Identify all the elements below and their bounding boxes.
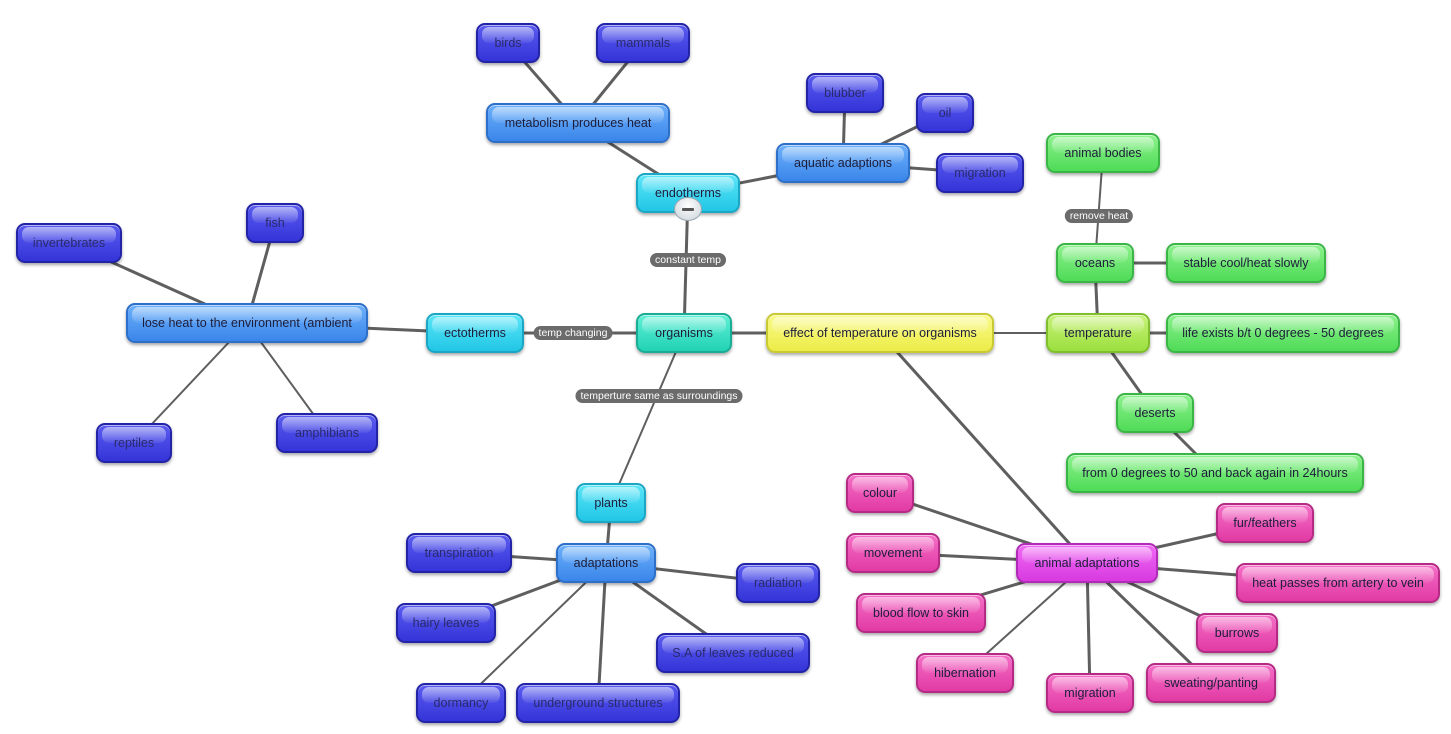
node-adaptations[interactable]: adaptations (556, 543, 656, 583)
node-amphibians-label: amphibians (295, 426, 359, 440)
node-aquatic-label: aquatic adaptions (794, 156, 892, 170)
node-underground-structures[interactable]: underground structures (516, 683, 680, 723)
node-organisms[interactable]: organisms (636, 313, 732, 353)
node-birds-label: birds (494, 36, 522, 50)
node-animal-adaptations-label: animal adaptations (1034, 556, 1140, 570)
node-migration-top[interactable]: migration (936, 153, 1024, 193)
node-oil[interactable]: oil (916, 93, 974, 133)
connector-organisms-to-plants (610, 332, 685, 504)
connector-underground-structures-to-adaptations (596, 561, 608, 705)
connector-dormancy-to-adaptations (460, 562, 607, 704)
node-colour-label: colour (862, 486, 898, 500)
node-oceans[interactable]: oceans (1056, 243, 1134, 283)
node-organisms-label: organisms (655, 326, 713, 340)
node-mammals-label: mammals (615, 36, 671, 50)
node-central-label: effect of temperature on organisms (783, 326, 977, 340)
node-stable-cool[interactable]: stable cool/heat slowly (1166, 243, 1326, 283)
node-ectotherms[interactable]: ectotherms (426, 313, 524, 353)
node-lose-heat[interactable]: lose heat to the environment (ambient (126, 303, 368, 343)
node-transpiration[interactable]: transpiration (406, 533, 512, 573)
node-mammals[interactable]: mammals (596, 23, 690, 63)
node-plants[interactable]: plants (576, 483, 646, 523)
edge-label-remove-heat: remove heat (1064, 209, 1134, 223)
node-fish-label: fish (265, 216, 285, 230)
node-migration-bottom-label: migration (1064, 686, 1116, 700)
node-sa-leaves-reduced[interactable]: S.A of leaves reduced (656, 633, 810, 673)
node-aquatic-adaptions[interactable]: aquatic adaptions (776, 143, 910, 183)
node-transpiration-label: transpiration (424, 546, 494, 560)
node-heat-passes-label: heat passes from artery to vein (1252, 576, 1424, 590)
node-desert-range[interactable]: from 0 degrees to 50 and back again in 2… (1066, 453, 1364, 493)
node-animal-bodies[interactable]: animal bodies (1046, 133, 1160, 173)
node-hibernation[interactable]: hibernation (916, 653, 1014, 693)
node-sweating-panting[interactable]: sweating/panting (1146, 663, 1276, 703)
minus-collapse-icon[interactable] (674, 197, 702, 221)
node-hairy-leaves-label: hairy leaves (412, 616, 480, 630)
node-sa-leaves-label: S.A of leaves reduced (672, 646, 794, 660)
node-central-topic[interactable]: effect of temperature on organisms (766, 313, 994, 353)
node-burrows-label: burrows (1214, 626, 1260, 640)
node-oceans-label: oceans (1074, 256, 1116, 270)
edge-label-temp-same-as-surroundings: temperture same as surroundings (575, 389, 743, 403)
node-movement-label: movement (863, 546, 923, 560)
edge-label-constant-temp: constant temp (650, 253, 726, 267)
node-invertebrates-label: invertebrates (32, 236, 106, 250)
node-blubber[interactable]: blubber (806, 73, 884, 113)
node-hairy-leaves[interactable]: hairy leaves (396, 603, 496, 643)
node-ectotherms-label: ectotherms (444, 326, 506, 340)
node-oil-label: oil (938, 106, 952, 120)
node-burrows[interactable]: burrows (1196, 613, 1278, 653)
node-adaptations-label: adaptations (573, 556, 639, 570)
node-fur-feathers[interactable]: fur/feathers (1216, 503, 1314, 543)
node-invertebrates[interactable]: invertebrates (16, 223, 122, 263)
node-fur-label: fur/feathers (1233, 516, 1297, 530)
node-movement[interactable]: movement (846, 533, 940, 573)
node-lose-heat-label: lose heat to the environment (ambient (142, 316, 352, 330)
node-metabolism-produces-heat[interactable]: metabolism produces heat (486, 103, 670, 143)
node-reptiles-label: reptiles (113, 436, 155, 450)
node-colour[interactable]: colour (846, 473, 914, 513)
node-hibernation-label: hibernation (934, 666, 996, 680)
node-temperature-label: temperature (1064, 326, 1132, 340)
node-underground-label: underground structures (533, 696, 663, 710)
node-stable-label: stable cool/heat slowly (1183, 256, 1309, 270)
node-migration-top-label: migration (954, 166, 1006, 180)
edge-label-temp-changing: temp changing (533, 326, 613, 340)
node-blubber-label: blubber (824, 86, 866, 100)
node-amphibians[interactable]: amphibians (276, 413, 378, 453)
node-deserts[interactable]: deserts (1116, 393, 1194, 433)
node-heat-passes[interactable]: heat passes from artery to vein (1236, 563, 1440, 603)
node-reptiles[interactable]: reptiles (96, 423, 172, 463)
connector-migration-bottom-to-animal-adaptations (1085, 561, 1092, 695)
node-radiation[interactable]: radiation (736, 563, 820, 603)
connector-central-topic-to-animal-adaptations (878, 331, 1089, 565)
node-sweating-label: sweating/panting (1164, 676, 1258, 690)
node-life-exists-label: life exists b/t 0 degrees - 50 degrees (1182, 326, 1384, 340)
node-plants-label: plants (594, 496, 628, 510)
node-endotherms-label: endotherms (654, 186, 721, 200)
node-animal-bodies-label: animal bodies (1064, 146, 1142, 160)
node-animal-adaptations[interactable]: animal adaptations (1016, 543, 1158, 583)
node-radiation-label: radiation (754, 576, 802, 590)
node-desert-range-label: from 0 degrees to 50 and back again in 2… (1082, 466, 1348, 480)
node-blood-flow-label: blood flow to skin (873, 606, 969, 620)
node-fish[interactable]: fish (246, 203, 304, 243)
node-deserts-label: deserts (1134, 406, 1176, 420)
node-life-exists[interactable]: life exists b/t 0 degrees - 50 degrees (1166, 313, 1400, 353)
node-migration-bottom[interactable]: migration (1046, 673, 1134, 713)
node-dormancy[interactable]: dormancy (416, 683, 506, 723)
node-blood-flow[interactable]: blood flow to skin (856, 593, 986, 633)
node-temperature[interactable]: temperature (1046, 313, 1150, 353)
node-birds[interactable]: birds (476, 23, 540, 63)
node-metabolism-label: metabolism produces heat (504, 116, 652, 130)
node-dormancy-label: dormancy (433, 696, 489, 710)
